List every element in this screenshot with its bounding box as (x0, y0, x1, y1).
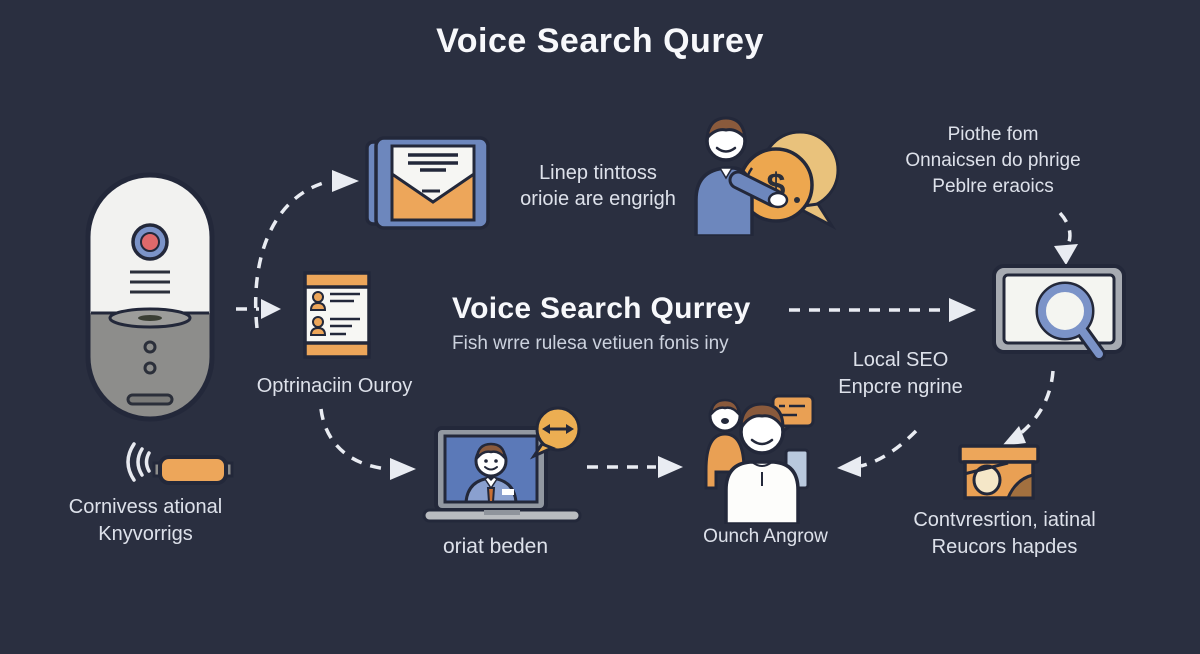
sound-waves-icon (126, 442, 151, 482)
arrow-speaker-to-envelope (253, 170, 359, 329)
envelope-note: Linep tinttoss orioie are engrigh (520, 162, 676, 210)
center-heading-block: Voice Search Qurrey Fish wrre rulesa vet… (452, 292, 822, 355)
arrow-document-to-laptop (319, 408, 416, 480)
search-screen-icon (992, 264, 1126, 361)
envelope-icon (365, 136, 490, 230)
box-label: Contvresrtion, iatinal Reucors hapdes (913, 509, 1096, 558)
person-coins-icon: $ (694, 116, 840, 236)
center-heading: Voice Search Qurrey (452, 292, 751, 325)
smart-speaker-icon (85, 172, 215, 422)
laptop-person-icon (422, 406, 582, 523)
top-right-note: Piothe fom Onnaicsen do phrige Peblre er… (905, 124, 1081, 197)
arrow-note-to-search (1054, 211, 1078, 265)
microphone-pill-icon (126, 442, 234, 485)
center-subheading: Fish wrre rulesa vetiuen fonis iny (452, 333, 729, 354)
laptop-label: oriat beden (442, 535, 549, 558)
people-chat-icon (704, 394, 815, 524)
arrow-center-to-search (789, 298, 976, 322)
document-label: Optrinaciin Ouroy (256, 375, 413, 397)
arrow-seo-to-people (837, 429, 918, 477)
local-seo-label: Local SEO Enpcre ngrine (838, 349, 963, 398)
speaker-label: Cornivess ational Knyvorrigs (68, 496, 223, 545)
arrow-laptop-to-people (587, 456, 683, 478)
page-title: Voice Search Qurey (436, 22, 764, 60)
box-icon (958, 444, 1040, 500)
arrow-search-to-box (1002, 370, 1055, 446)
people-label: Ounch Angrow (703, 526, 828, 547)
arrow-speaker-to-document (236, 299, 281, 319)
contact-document-icon (303, 271, 371, 359)
